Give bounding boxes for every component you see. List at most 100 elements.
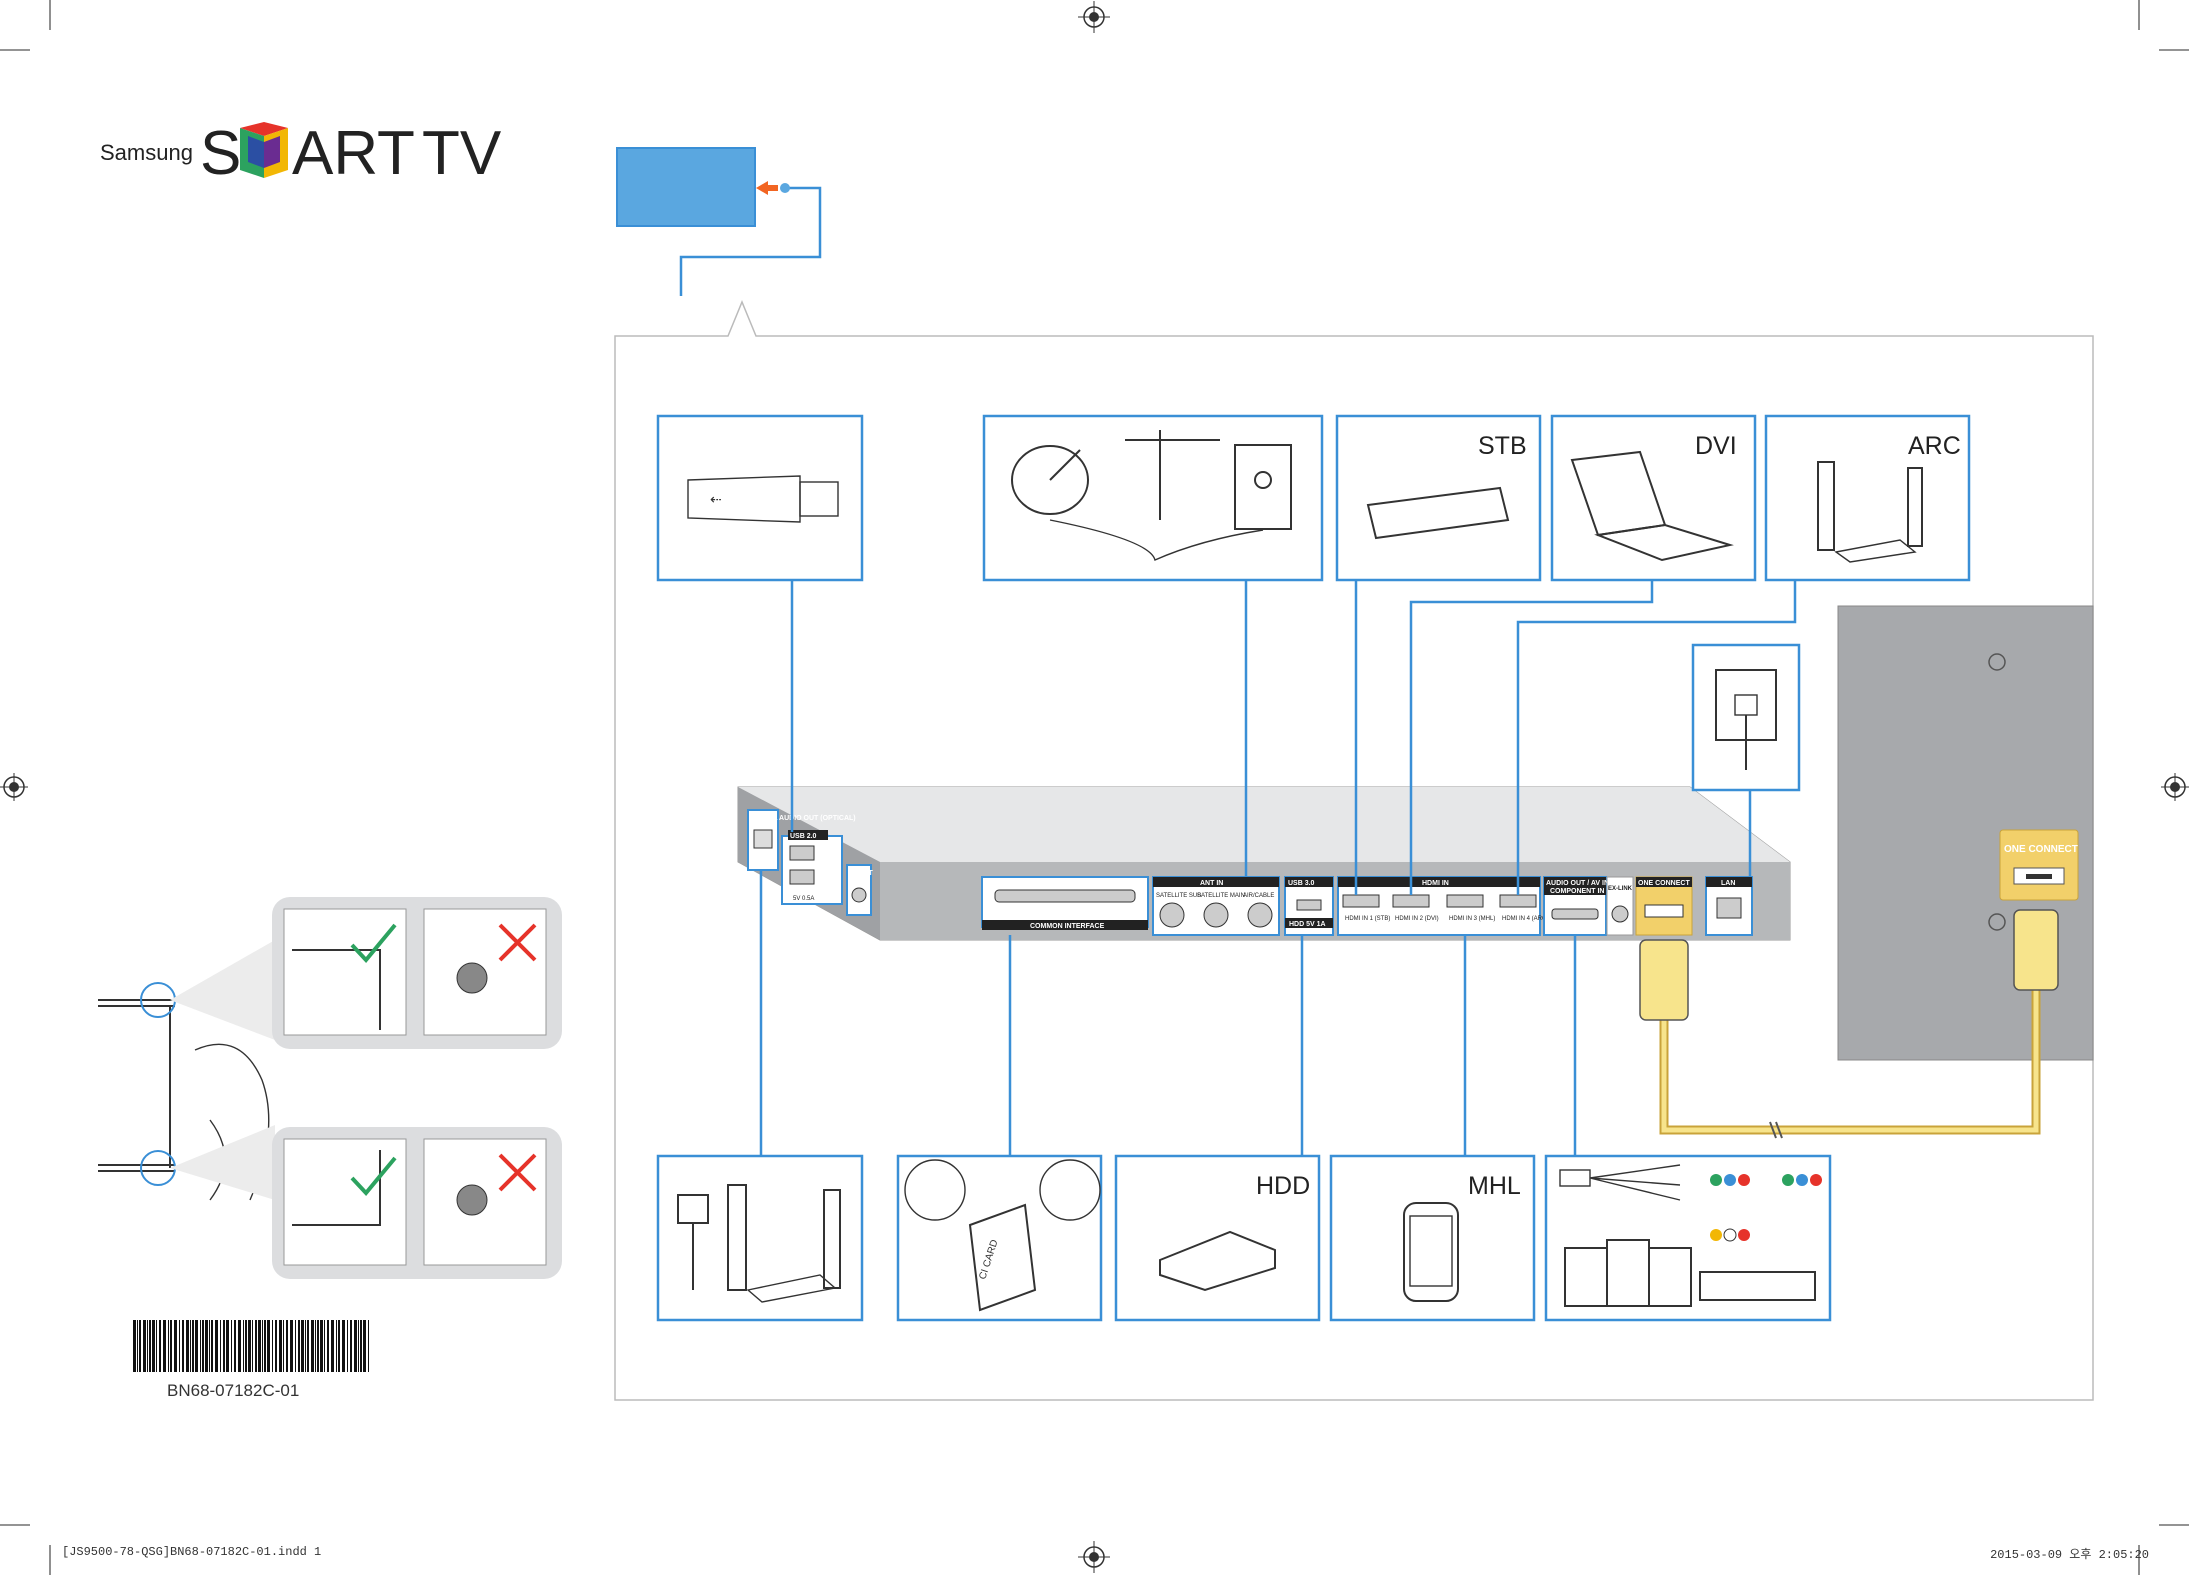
hdmi-ports: HDMI IN HDMI IN 1 (STB) HDMI IN 2 (DVI) … xyxy=(1337,876,1548,936)
barcode-bar xyxy=(179,1320,180,1372)
ant-in-label: ANT IN xyxy=(1200,880,1223,887)
barcode-bar xyxy=(220,1320,221,1372)
one-connect-port-label: ONE CONNECT xyxy=(1638,880,1690,887)
barcode-bar xyxy=(286,1320,288,1372)
tv-one-connect-label: ONE CONNECT xyxy=(2004,844,2078,855)
barcode-bar xyxy=(156,1320,157,1372)
barcode-bar xyxy=(363,1320,366,1372)
antenna-ports: ANT IN SATELLITE SUB SATELLITE MAIN AIR/… xyxy=(1152,876,1280,936)
barcode-bar xyxy=(205,1320,208,1372)
footer-file-info: [JS9500-78-QSG]BN68-07182C-01.indd 1 xyxy=(62,1545,322,1559)
device-stb: STB xyxy=(1335,414,1542,582)
barcode-bar xyxy=(360,1320,362,1372)
registration-mark-left xyxy=(0,773,28,801)
mhl-label: MHL xyxy=(1468,1172,1521,1200)
barcode-bar xyxy=(315,1320,316,1372)
lan-label: LAN xyxy=(1721,880,1735,887)
barcode-bar xyxy=(248,1320,251,1372)
barcode-bar xyxy=(295,1320,296,1372)
arc-label: ARC xyxy=(1908,432,1961,460)
device-av-component xyxy=(1544,1154,1832,1322)
barcode-bar xyxy=(234,1320,236,1372)
usb-side-sub: 5V 0.5A xyxy=(793,896,814,902)
registration-mark-bottom xyxy=(1078,1541,1110,1573)
barcode-bar xyxy=(283,1320,284,1372)
samsung-smart-tv-logo: Samsung S ART TV xyxy=(100,119,502,188)
hdmi3-label: HDMI IN 3 (MHL) xyxy=(1449,916,1495,922)
common-interface-slot: COMMON INTERFACE xyxy=(981,876,1149,930)
barcode-bar xyxy=(245,1320,247,1372)
barcode-bar xyxy=(336,1320,337,1372)
logo-art: ART xyxy=(292,119,415,188)
hdmi4-label: HDMI IN 4 (ARC) xyxy=(1502,916,1548,922)
barcode-bar xyxy=(252,1320,253,1372)
barcode-bar xyxy=(211,1320,213,1372)
hdmi1-label: HDMI IN 1 (STB) xyxy=(1345,916,1390,922)
barcode-bar xyxy=(152,1320,155,1372)
barcode-bar xyxy=(358,1320,359,1372)
hdmi2-label: HDMI IN 2 (DVI) xyxy=(1395,916,1439,922)
barcode-bar xyxy=(186,1320,189,1372)
barcode xyxy=(133,1320,369,1372)
installation-illustration xyxy=(98,897,562,1279)
device-optical-speakers xyxy=(656,1154,864,1322)
device-mhl-phone: MHL xyxy=(1329,1154,1536,1322)
barcode-bar xyxy=(311,1320,314,1372)
device-usb-dongle: ⇠ xyxy=(656,414,864,582)
svg-text:⇠: ⇠ xyxy=(710,491,722,507)
barcode-bar xyxy=(301,1320,304,1372)
barcode-bar xyxy=(159,1320,161,1372)
barcode-bar xyxy=(149,1320,151,1372)
usb-side-label: USB 2.0 xyxy=(790,833,817,840)
usb30-port: USB 3.0 HDD 5V 1A xyxy=(1284,876,1334,936)
satellite-sub-label: SATELLITE SUB xyxy=(1156,893,1201,899)
barcode-bar xyxy=(231,1320,232,1372)
logo-samsung: Samsung xyxy=(100,140,193,165)
ir-out-label: IR OUT xyxy=(849,870,873,877)
stb-label: STB xyxy=(1478,432,1527,460)
ex-link-label: EX-LINK xyxy=(1608,886,1633,892)
footer-timestamp: 2015-03-09 오후 2:05:20 xyxy=(1990,1548,2149,1562)
barcode-bar xyxy=(202,1320,204,1372)
barcode-bar xyxy=(258,1320,261,1372)
barcode-bar xyxy=(238,1320,241,1372)
device-ci-card: CI CARD xyxy=(896,1154,1103,1322)
barcode-bar xyxy=(298,1320,300,1372)
barcode-bar xyxy=(290,1320,293,1372)
one-connect-cable xyxy=(1639,909,2059,1139)
side-port-group: DIGITAL AUDIO OUT (OPTICAL) 5V 0.5A USB … xyxy=(747,809,873,916)
barcode-bar xyxy=(137,1320,138,1372)
barcode-bar xyxy=(307,1320,309,1372)
barcode-bar xyxy=(320,1320,323,1372)
common-interface-label: COMMON INTERFACE xyxy=(1030,923,1105,930)
barcode-bar xyxy=(209,1320,210,1372)
av-ports: AUDIO OUT / AV IN COMPONENT IN EX-LINK O… xyxy=(1543,876,1753,936)
barcode-bar xyxy=(305,1320,306,1372)
logo-s: S xyxy=(200,119,241,188)
barcode-bar xyxy=(317,1320,319,1372)
device-dvi-laptop: DVI xyxy=(1550,414,1757,582)
barcode-bar xyxy=(170,1320,172,1372)
hdd-5v-label: HDD 5V 1A xyxy=(1289,921,1326,928)
registration-mark-right xyxy=(2161,773,2189,801)
cross-icon xyxy=(498,923,537,962)
air-cable-label: AIR/CABLE xyxy=(1243,893,1274,899)
barcode-bar xyxy=(354,1320,357,1372)
barcode-bar xyxy=(192,1320,194,1372)
check-icon-2 xyxy=(350,1156,397,1197)
connection-lines xyxy=(759,580,1797,1156)
usb30-label: USB 3.0 xyxy=(1288,880,1315,887)
barcode-bar xyxy=(168,1320,169,1372)
barcode-bar xyxy=(368,1320,369,1372)
check-icon xyxy=(350,923,397,964)
barcode-bar xyxy=(255,1320,257,1372)
barcode-bar xyxy=(279,1320,282,1372)
smart-cube-icon xyxy=(240,122,288,178)
device-hdd: HDD xyxy=(1114,1154,1321,1322)
barcode-bar xyxy=(215,1320,218,1372)
barcode-bar xyxy=(243,1320,244,1372)
barcode-bar xyxy=(223,1320,225,1372)
logo-tv: TV xyxy=(422,119,502,188)
digital-audio-label: DIGITAL AUDIO OUT (OPTICAL) xyxy=(750,815,856,822)
